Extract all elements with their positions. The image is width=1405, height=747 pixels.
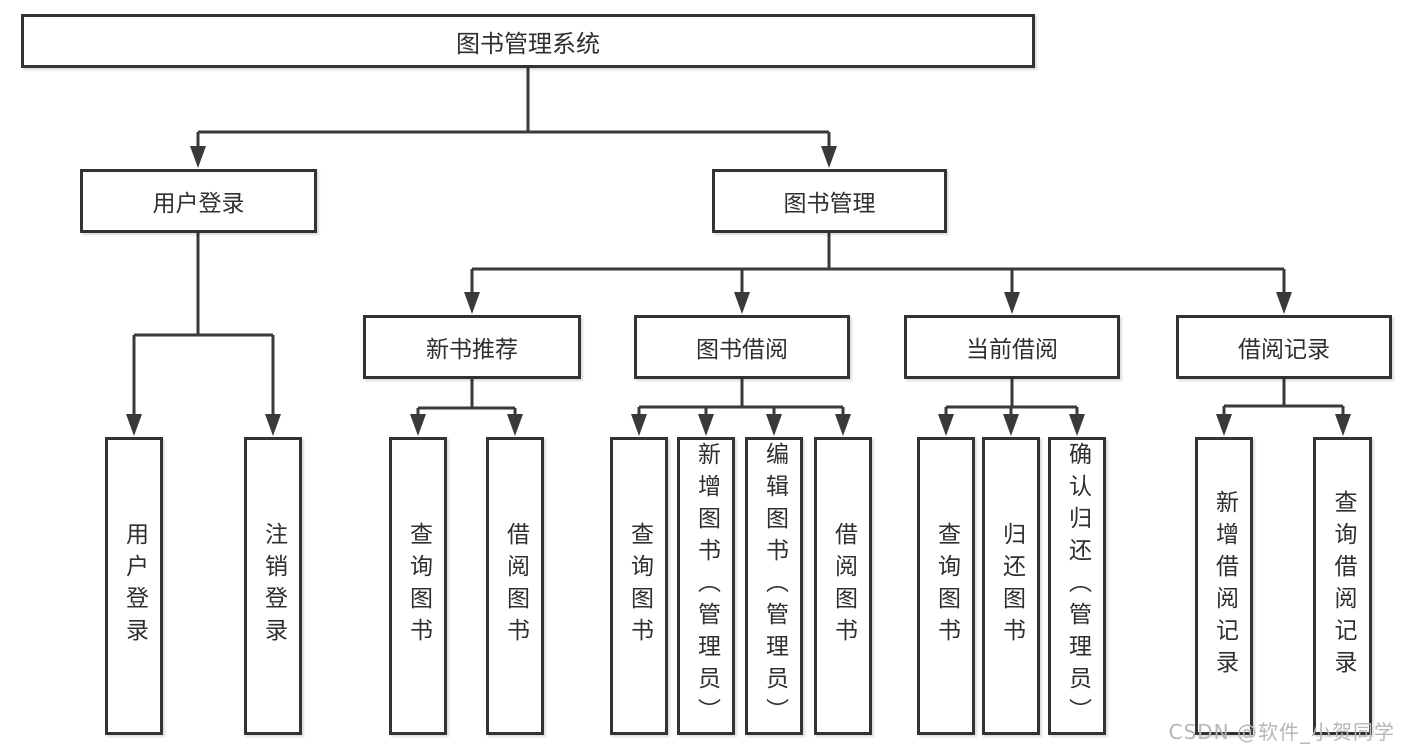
node-book-management: 图书管理 xyxy=(712,169,947,233)
node-current-borrow-label: 当前借阅 xyxy=(966,337,1058,363)
leaf-recommend-borrow-books-label: 借阅图书 xyxy=(502,522,529,650)
csdn-watermark: CSDN @软件_小贺同学 xyxy=(1168,720,1395,744)
node-user-login: 用户登录 xyxy=(80,169,317,233)
node-current-borrow: 当前借阅 xyxy=(904,315,1120,379)
leaf-user-login: 用户登录 xyxy=(105,437,163,735)
node-borrow-records-label: 借阅记录 xyxy=(1238,337,1330,363)
node-new-book-recommend-label: 新书推荐 xyxy=(426,337,518,363)
node-library-system-label: 图书管理系统 xyxy=(456,29,600,58)
leaf-edit-books-admin: 编辑图书（管理员） xyxy=(745,437,803,735)
leaf-recommend-borrow-books: 借阅图书 xyxy=(486,437,544,735)
node-borrow-records: 借阅记录 xyxy=(1176,315,1392,379)
leaf-logout-label: 注销登录 xyxy=(260,522,287,650)
leaf-return-books: 归还图书 xyxy=(982,437,1040,735)
leaf-recommend-query-books-label: 查询图书 xyxy=(405,522,432,650)
node-book-management-label: 图书管理 xyxy=(783,191,876,217)
leaf-user-login-label: 用户登录 xyxy=(121,522,148,650)
leaf-current-query-books-label: 查询图书 xyxy=(933,522,960,650)
node-new-book-recommend: 新书推荐 xyxy=(363,315,581,379)
leaf-recommend-query-books: 查询图书 xyxy=(389,437,447,735)
leaf-confirm-return-admin: 确认归还（管理员） xyxy=(1048,437,1106,735)
node-library-system: 图书管理系统 xyxy=(21,14,1035,68)
leaf-add-books-admin-label: 新增图书（管理员） xyxy=(693,442,720,730)
leaf-borrow-books: 借阅图书 xyxy=(814,437,872,735)
leaf-add-borrow-record: 新增借阅记录 xyxy=(1195,437,1253,735)
leaf-add-borrow-record-label: 新增借阅记录 xyxy=(1211,490,1238,682)
leaf-confirm-return-admin-label: 确认归还（管理员） xyxy=(1064,442,1091,730)
leaf-edit-books-admin-label: 编辑图书（管理员） xyxy=(761,442,788,730)
node-user-login-label: 用户登录 xyxy=(152,191,245,217)
leaf-current-query-books: 查询图书 xyxy=(917,437,975,735)
leaf-borrow-query-books-label: 查询图书 xyxy=(626,522,653,650)
leaf-query-borrow-record: 查询借阅记录 xyxy=(1313,437,1372,735)
node-book-borrow-label: 图书借阅 xyxy=(696,337,788,363)
leaf-query-borrow-record-label: 查询借阅记录 xyxy=(1330,490,1356,682)
leaf-borrow-query-books: 查询图书 xyxy=(610,437,668,735)
leaf-logout: 注销登录 xyxy=(244,437,302,735)
leaf-borrow-books-label: 借阅图书 xyxy=(830,522,857,650)
node-book-borrow: 图书借阅 xyxy=(634,315,850,379)
leaf-return-books-label: 归还图书 xyxy=(998,522,1025,650)
leaf-add-books-admin: 新增图书（管理员） xyxy=(677,437,735,735)
